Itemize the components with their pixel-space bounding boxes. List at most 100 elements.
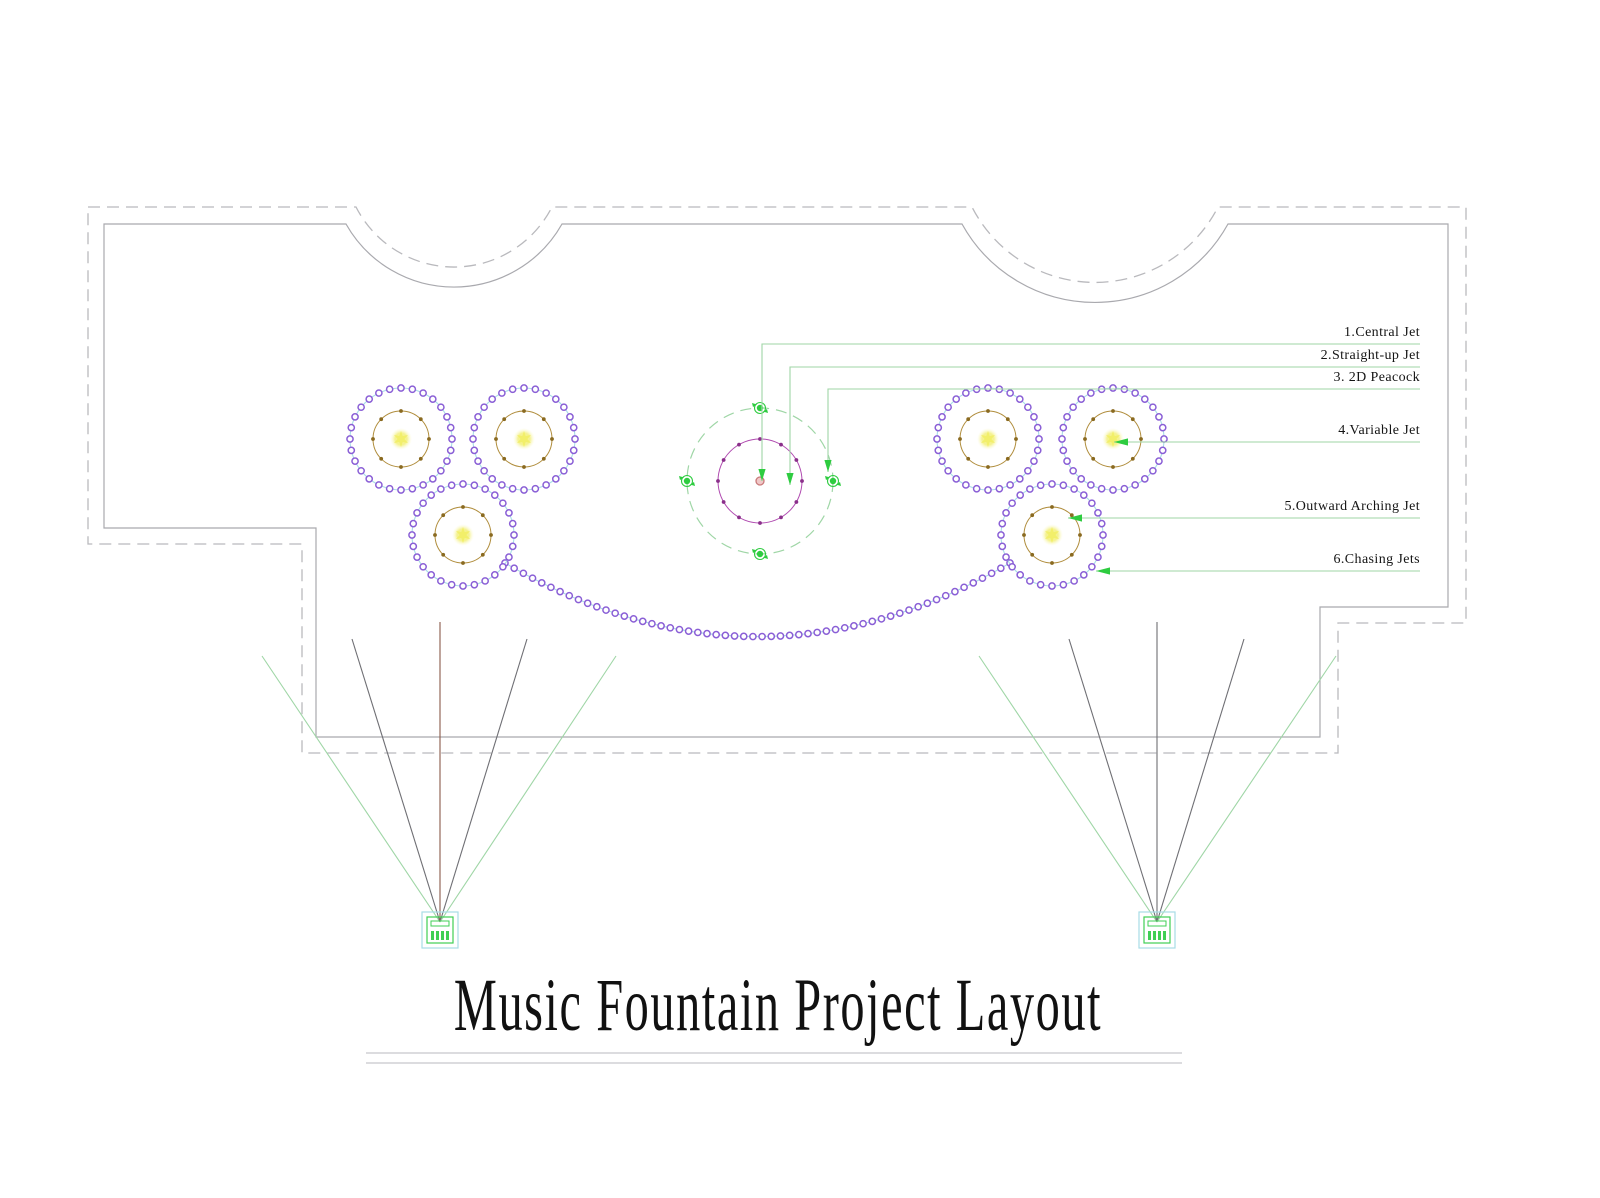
- chasing-jet-nozzle: [758, 632, 766, 641]
- cluster-outer-nozzle: [551, 395, 560, 403]
- cluster-outer-nozzle: [351, 457, 359, 465]
- cluster-inner-nozzle: [399, 465, 403, 469]
- cluster-outer-nozzle: [1087, 481, 1095, 489]
- cluster-outer-nozzle: [1016, 491, 1025, 499]
- cluster-outer-nozzle: [520, 384, 528, 392]
- cluster-inner-nozzle: [966, 456, 971, 461]
- beam-ray-left-fan-0: [261, 655, 441, 923]
- beam-ray-right-fan-1: [1068, 638, 1158, 923]
- chasing-jet-nozzle: [969, 579, 978, 587]
- chasing-jet-nozzle: [620, 612, 629, 620]
- leader-path-1: [761, 343, 1420, 481]
- cluster-outer-nozzle: [408, 484, 417, 493]
- cluster-outer-nozzle: [952, 395, 961, 403]
- jet-cluster-left-top-a: [346, 384, 456, 494]
- chasing-jet-nozzle: [537, 579, 546, 587]
- legend-label-3[interactable]: 3. 2D Peacock: [1334, 370, 1420, 385]
- chasing-jet-arc-layer: [501, 559, 1014, 641]
- chasing-jet-nozzle: [528, 574, 537, 583]
- cluster-outer-nozzle: [1155, 413, 1163, 421]
- straight-up-jet-nozzle: [794, 500, 799, 504]
- cluster-outer-nozzle: [470, 423, 479, 432]
- cluster-outer-nozzle: [938, 457, 946, 465]
- cluster-outer-nozzle: [944, 403, 952, 412]
- leader-line-3: [824, 388, 1420, 472]
- cluster-outer-nozzle: [1140, 475, 1149, 483]
- cluster-outer-nozzle: [531, 484, 540, 493]
- straight-up-jet-nozzle: [737, 442, 741, 447]
- cluster-outer-nozzle: [480, 403, 488, 412]
- fixture-lamp-2: [441, 931, 444, 940]
- chasing-jet-nozzle: [895, 609, 904, 618]
- cluster-inner-nozzle: [379, 456, 384, 461]
- light-beam-layer: [261, 622, 1337, 923]
- fixture-right[interactable]: [1138, 911, 1176, 949]
- cluster-outer-nozzle: [1158, 423, 1167, 432]
- cluster-inner-nozzle: [480, 552, 485, 557]
- cluster-center-star: [517, 431, 531, 447]
- peacock-marker-ring: [826, 474, 840, 488]
- cluster-outer-nozzle: [566, 457, 574, 465]
- fixture-outer-box: [421, 911, 459, 949]
- jet-cluster-right-bottom: [997, 480, 1107, 590]
- cluster-inner-nozzle: [522, 409, 526, 413]
- legend-label-1[interactable]: 1.Central Jet: [1344, 325, 1420, 340]
- chasing-jet-nozzle: [657, 622, 665, 630]
- chasing-jet-nozzle: [831, 625, 840, 634]
- cluster-outer-nozzle: [1160, 435, 1168, 443]
- cluster-outer-nozzle: [437, 485, 445, 493]
- cluster-outer-nozzle: [419, 562, 427, 571]
- legend-layer: 1.Central Jet 2.Straight-up Jet 3. 2D Peac…: [1284, 325, 1421, 567]
- cluster-outer-nozzle: [1158, 446, 1167, 455]
- straight-up-jet-nozzle: [794, 458, 799, 462]
- peacock-marker-west: [679, 474, 695, 488]
- legend-label-6[interactable]: 6.Chasing Jets: [1334, 552, 1421, 567]
- jet-cluster-right-top-b: [1058, 384, 1168, 494]
- cluster-outer-nozzle: [934, 423, 943, 432]
- chasing-jet-nozzle: [638, 617, 647, 626]
- cluster-outer-nozzle: [413, 509, 421, 517]
- cluster-outer-nozzle: [459, 480, 467, 488]
- cluster-outer-nozzle: [505, 553, 513, 561]
- cluster-inner-nozzle: [1014, 437, 1018, 441]
- chasing-jet-nozzle: [547, 583, 555, 592]
- cluster-outer-nozzle: [1008, 499, 1016, 508]
- cluster-outer-nozzle: [995, 484, 1004, 493]
- legend-label-4[interactable]: 4.Variable Jet: [1338, 423, 1420, 438]
- cluster-inner-nozzle: [541, 417, 546, 422]
- cluster-outer-nozzle: [437, 466, 445, 475]
- straight-up-jet-nozzle: [779, 515, 783, 520]
- cluster-outer-nozzle: [1006, 481, 1014, 489]
- leader-line-5: [1068, 514, 1420, 522]
- chasing-jet-nozzle: [914, 602, 923, 611]
- chasing-jet-nozzle: [850, 622, 858, 630]
- cluster-center-star: [394, 431, 408, 447]
- cluster-outer-nozzle: [1008, 562, 1016, 571]
- chasing-jet-nozzle: [565, 591, 574, 600]
- fixture-left[interactable]: [421, 911, 459, 949]
- cluster-outer-nozzle: [998, 542, 1007, 551]
- chasing-jet-nozzle: [592, 602, 601, 611]
- cluster-center-star: [1045, 527, 1059, 543]
- leader-line-4: [1114, 438, 1420, 446]
- cluster-outer-nozzle: [498, 389, 506, 397]
- cluster-outer-nozzle: [480, 466, 488, 475]
- site-boundary-layer: [87, 206, 1467, 754]
- cluster-outer-nozzle: [419, 389, 427, 397]
- cluster-outer-nozzle: [934, 446, 943, 455]
- cluster-outer-nozzle: [1088, 499, 1096, 508]
- legend-label-5[interactable]: 5.Outward Arching Jet: [1284, 499, 1420, 514]
- cluster-outer-nozzle: [443, 457, 451, 465]
- cluster-inner-nozzle: [379, 417, 384, 422]
- cluster-outer-nozzle: [997, 531, 1005, 539]
- cluster-inner-nozzle: [418, 417, 423, 422]
- cluster-outer-nozzle: [1109, 384, 1117, 392]
- cluster-outer-nozzle: [1058, 435, 1066, 443]
- jet-cluster-left-bottom: [408, 480, 518, 590]
- chasing-jet-nozzle: [886, 612, 895, 620]
- legend-label-2[interactable]: 2.Straight-up Jet: [1321, 348, 1420, 363]
- cluster-outer-nozzle: [1069, 466, 1077, 475]
- cluster-outer-nozzle: [520, 486, 528, 494]
- peacock-marker-ring: [753, 547, 767, 561]
